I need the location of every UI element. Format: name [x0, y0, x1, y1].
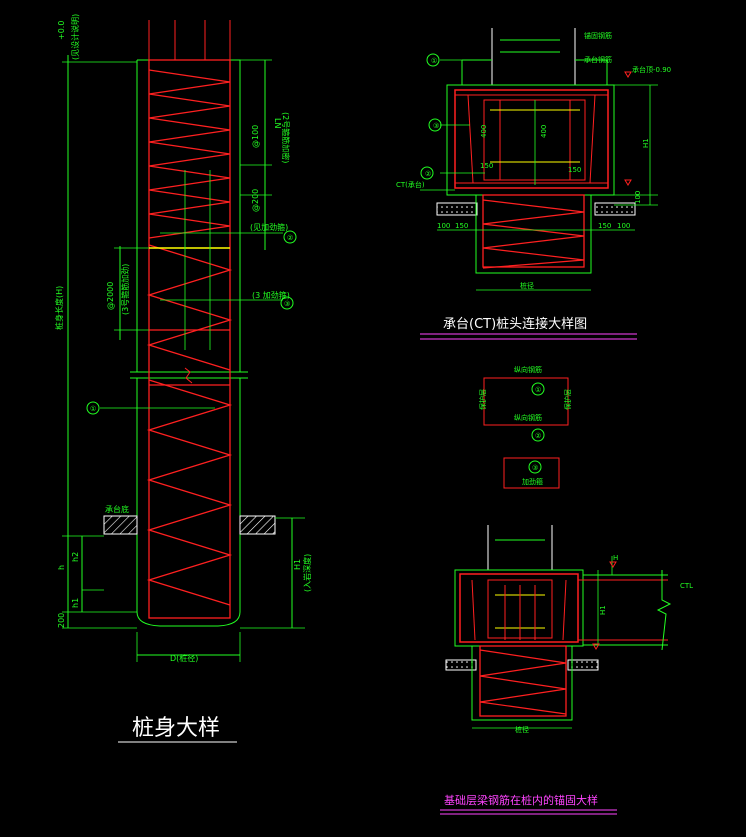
svg-text:①: ① — [431, 57, 437, 65]
svg-text:CTL: CTL — [680, 582, 693, 590]
svg-text:②: ② — [287, 234, 293, 242]
title-beam-anchor: 基础层梁钢筋在桩内的锚固大样 — [444, 793, 598, 807]
svg-text:h1: h1 — [71, 598, 80, 608]
soil-hatch-left — [103, 515, 138, 535]
cap-rebar — [454, 89, 609, 189]
callout-2 — [283, 230, 297, 244]
svg-text:承台钢筋: 承台钢筋 — [584, 55, 612, 64]
svg-text:LN: LN — [273, 118, 282, 128]
svg-text:锚固钢筋: 锚固钢筋 — [584, 31, 612, 40]
callout-1 — [86, 401, 100, 415]
svg-text:(见加劲箍): (见加劲箍) — [250, 222, 288, 232]
svg-text:150: 150 — [598, 222, 611, 230]
main-rebar-cage — [148, 59, 231, 619]
top-elevation-text: +0.0 — [57, 21, 66, 40]
beam-anchor-detail — [445, 525, 672, 729]
svg-text:①: ① — [90, 405, 96, 413]
cushion-left — [436, 202, 478, 216]
svg-text:加劲箍: 加劲箍 — [522, 477, 543, 486]
spiral-hoop-dense — [148, 69, 231, 239]
cap-outline — [446, 84, 615, 196]
svg-text:纵向钢筋: 纵向钢筋 — [514, 413, 542, 422]
svg-text:H: H — [613, 554, 618, 562]
svg-text:200: 200 — [57, 613, 66, 628]
svg-text:400: 400 — [480, 125, 488, 138]
total-length-text: 桩身长度(H) — [54, 286, 64, 330]
svg-text:D(桩径): D(桩径) — [170, 653, 198, 663]
cap-connection-detail — [420, 28, 658, 291]
svg-text:@2000: @2000 — [106, 282, 115, 310]
svg-text:桩径: 桩径 — [520, 281, 534, 290]
svg-text:保护层: 保护层 — [563, 389, 572, 410]
soil-hatch-right — [239, 515, 276, 535]
svg-text:h2: h2 — [71, 552, 80, 562]
svg-text:150: 150 — [568, 166, 581, 174]
svg-text:保护层: 保护层 — [478, 389, 487, 410]
svg-text:③: ③ — [284, 300, 290, 308]
pile-head-in-cap — [483, 99, 586, 181]
svg-text:CT(承台): CT(承台) — [396, 180, 425, 189]
legend-box-3 — [503, 457, 560, 489]
pile-body-detail — [62, 20, 305, 662]
svg-text:②: ② — [535, 432, 541, 440]
title-cap-detail: 承台(CT)桩头连接大样图 — [443, 316, 587, 332]
svg-text:①: ① — [535, 386, 541, 394]
svg-text:H1: H1 — [642, 138, 650, 148]
svg-text:@100: @100 — [251, 125, 260, 148]
anchor-cap-outline — [454, 569, 584, 647]
spiral-hoop-normal — [146, 244, 233, 371]
anchor-pile-outline — [471, 645, 573, 721]
svg-text:(3 加劲箍): (3 加劲箍) — [252, 290, 290, 300]
svg-text:H1: H1 — [293, 559, 302, 570]
spiral-hoop-lower — [146, 379, 233, 606]
title-pile-body: 桩身大样 — [132, 716, 220, 741]
svg-text:③: ③ — [532, 464, 538, 472]
svg-text:(入岩深度): (入岩深度) — [302, 554, 312, 592]
svg-text:承台顶-0.90: 承台顶-0.90 — [632, 65, 671, 74]
svg-text:100: 100 — [634, 191, 642, 204]
svg-text:100: 100 — [437, 222, 450, 230]
svg-text:150: 150 — [455, 222, 468, 230]
svg-text:(2号箍筋加密): (2号箍筋加密) — [281, 112, 291, 163]
svg-text:H1: H1 — [599, 605, 607, 615]
svg-text:③: ③ — [433, 122, 439, 130]
svg-text:承台底: 承台底 — [105, 504, 129, 514]
svg-text:(见设计说明): (见设计说明) — [70, 14, 80, 60]
svg-text:纵向钢筋: 纵向钢筋 — [514, 365, 542, 374]
legend-box-1 — [483, 377, 569, 426]
svg-text:400: 400 — [540, 125, 548, 138]
svg-text:@200: @200 — [251, 189, 260, 212]
svg-text:桩径: 桩径 — [515, 725, 529, 734]
svg-text:h: h — [57, 565, 66, 570]
callout-3 — [280, 296, 294, 310]
pile-outline-lower — [136, 378, 241, 627]
svg-text:(3号箍筋加劲): (3号箍筋加劲) — [120, 264, 130, 315]
svg-text:100: 100 — [617, 222, 630, 230]
cushion-right — [594, 202, 636, 216]
rebar-legend — [483, 377, 569, 489]
svg-text:②: ② — [425, 170, 431, 178]
svg-text:150: 150 — [480, 162, 493, 170]
